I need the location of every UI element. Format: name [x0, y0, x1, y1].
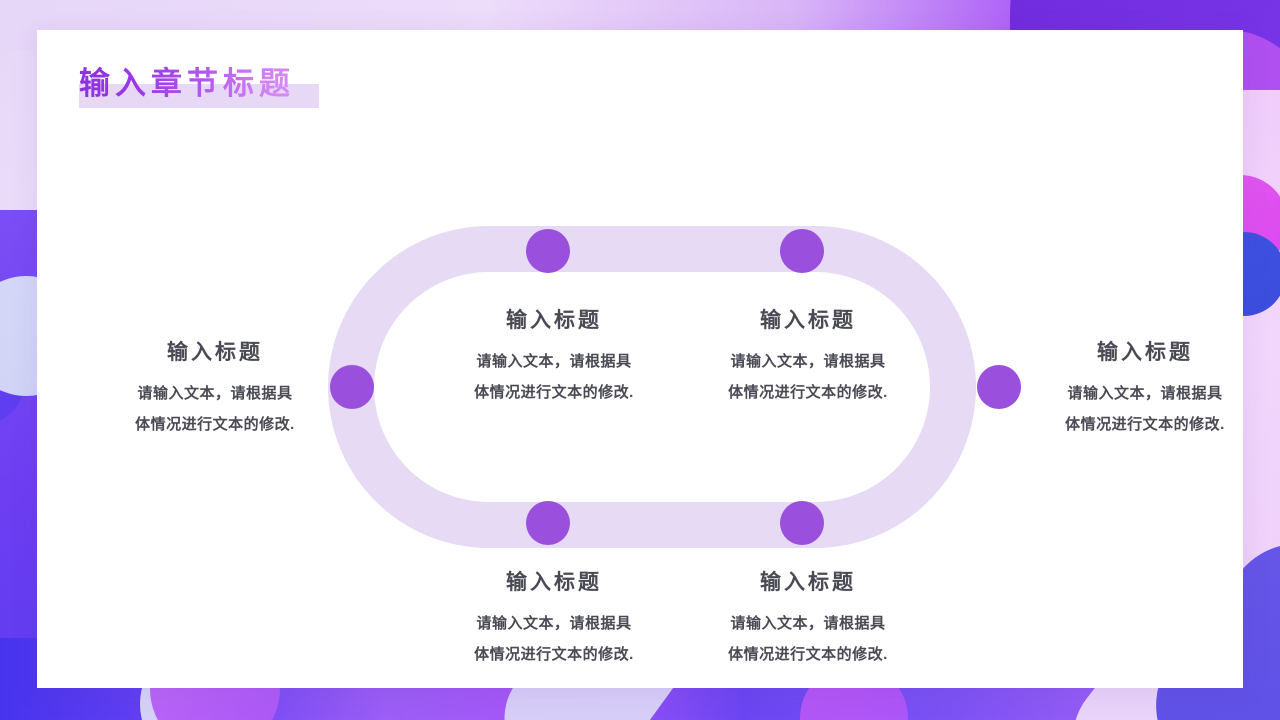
text-block-inner-top-left[interactable]: 输入标题 请输入文本，请根据具 体情况进行文本的修改. — [443, 306, 665, 408]
node-bottom-left[interactable] — [526, 501, 570, 545]
node-left[interactable] — [330, 365, 374, 409]
text-block-right-body: 请输入文本，请根据具 体情况进行文本的修改. — [1025, 378, 1265, 440]
node-top-right[interactable] — [780, 229, 824, 273]
text-block-bottom-right[interactable]: 输入标题 请输入文本，请根据具 体情况进行文本的修改. — [697, 568, 919, 670]
text-block-bottom-left[interactable]: 输入标题 请输入文本，请根据具 体情况进行文本的修改. — [443, 568, 665, 670]
text-block-bottom-right-body-line2: 体情况进行文本的修改. — [728, 646, 888, 663]
node-top-left[interactable] — [526, 229, 570, 273]
text-block-inner-top-left-title: 输入标题 — [506, 309, 602, 332]
text-block-inner-top-left-body-line2: 体情况进行文本的修改. — [474, 384, 634, 401]
page-title-text: 输入章节标题 — [79, 58, 295, 110]
text-block-bottom-left-body-line2: 体情况进行文本的修改. — [474, 646, 634, 663]
text-block-bottom-right-body: 请输入文本，请根据具 体情况进行文本的修改. — [697, 608, 919, 670]
text-block-inner-top-right-body-line2: 体情况进行文本的修改. — [728, 384, 888, 401]
text-block-right[interactable]: 输入标题 请输入文本，请根据具 体情况进行文本的修改. — [1025, 338, 1265, 440]
text-block-bottom-right-body-line1: 请输入文本，请根据具 — [730, 615, 886, 632]
text-block-right-body-line2: 体情况进行文本的修改. — [1065, 416, 1225, 433]
text-block-right-title: 输入标题 — [1097, 341, 1193, 364]
text-block-inner-top-right-body-line1: 请输入文本，请根据具 — [730, 353, 886, 370]
title-highlight-bar — [79, 84, 319, 108]
stadium-ring — [328, 226, 976, 548]
node-bottom-right[interactable] — [780, 501, 824, 545]
text-block-right-body-line1: 请输入文本，请根据具 — [1067, 385, 1223, 402]
text-block-bottom-left-body: 请输入文本，请根据具 体情况进行文本的修改. — [443, 608, 665, 670]
text-block-left-body-line2: 体情况进行文本的修改. — [135, 416, 295, 433]
text-block-left-body: 请输入文本，请根据具 体情况进行文本的修改. — [95, 378, 335, 440]
content-card: 输入章节标题 ppt家园 输入标题 请输入文本，请根据具 体情况进行文本的修改.… — [37, 30, 1243, 688]
node-right[interactable] — [977, 365, 1021, 409]
stadium-ring-inner — [374, 272, 930, 502]
text-block-bottom-right-title: 输入标题 — [760, 571, 856, 594]
text-block-bottom-left-body-line1: 请输入文本，请根据具 — [476, 615, 632, 632]
text-block-left[interactable]: 输入标题 请输入文本，请根据具 体情况进行文本的修改. — [95, 338, 335, 440]
text-block-inner-top-left-body: 请输入文本，请根据具 体情况进行文本的修改. — [443, 346, 665, 408]
text-block-left-title: 输入标题 — [167, 341, 263, 364]
text-block-bottom-left-title: 输入标题 — [506, 571, 602, 594]
page-title: 输入章节标题 — [79, 58, 319, 110]
text-block-left-body-line1: 请输入文本，请根据具 — [137, 385, 293, 402]
text-block-inner-top-right-title: 输入标题 — [760, 309, 856, 332]
text-block-inner-top-right[interactable]: 输入标题 请输入文本，请根据具 体情况进行文本的修改. — [697, 306, 919, 408]
text-block-inner-top-right-body: 请输入文本，请根据具 体情况进行文本的修改. — [697, 346, 919, 408]
text-block-inner-top-left-body-line1: 请输入文本，请根据具 — [476, 353, 632, 370]
